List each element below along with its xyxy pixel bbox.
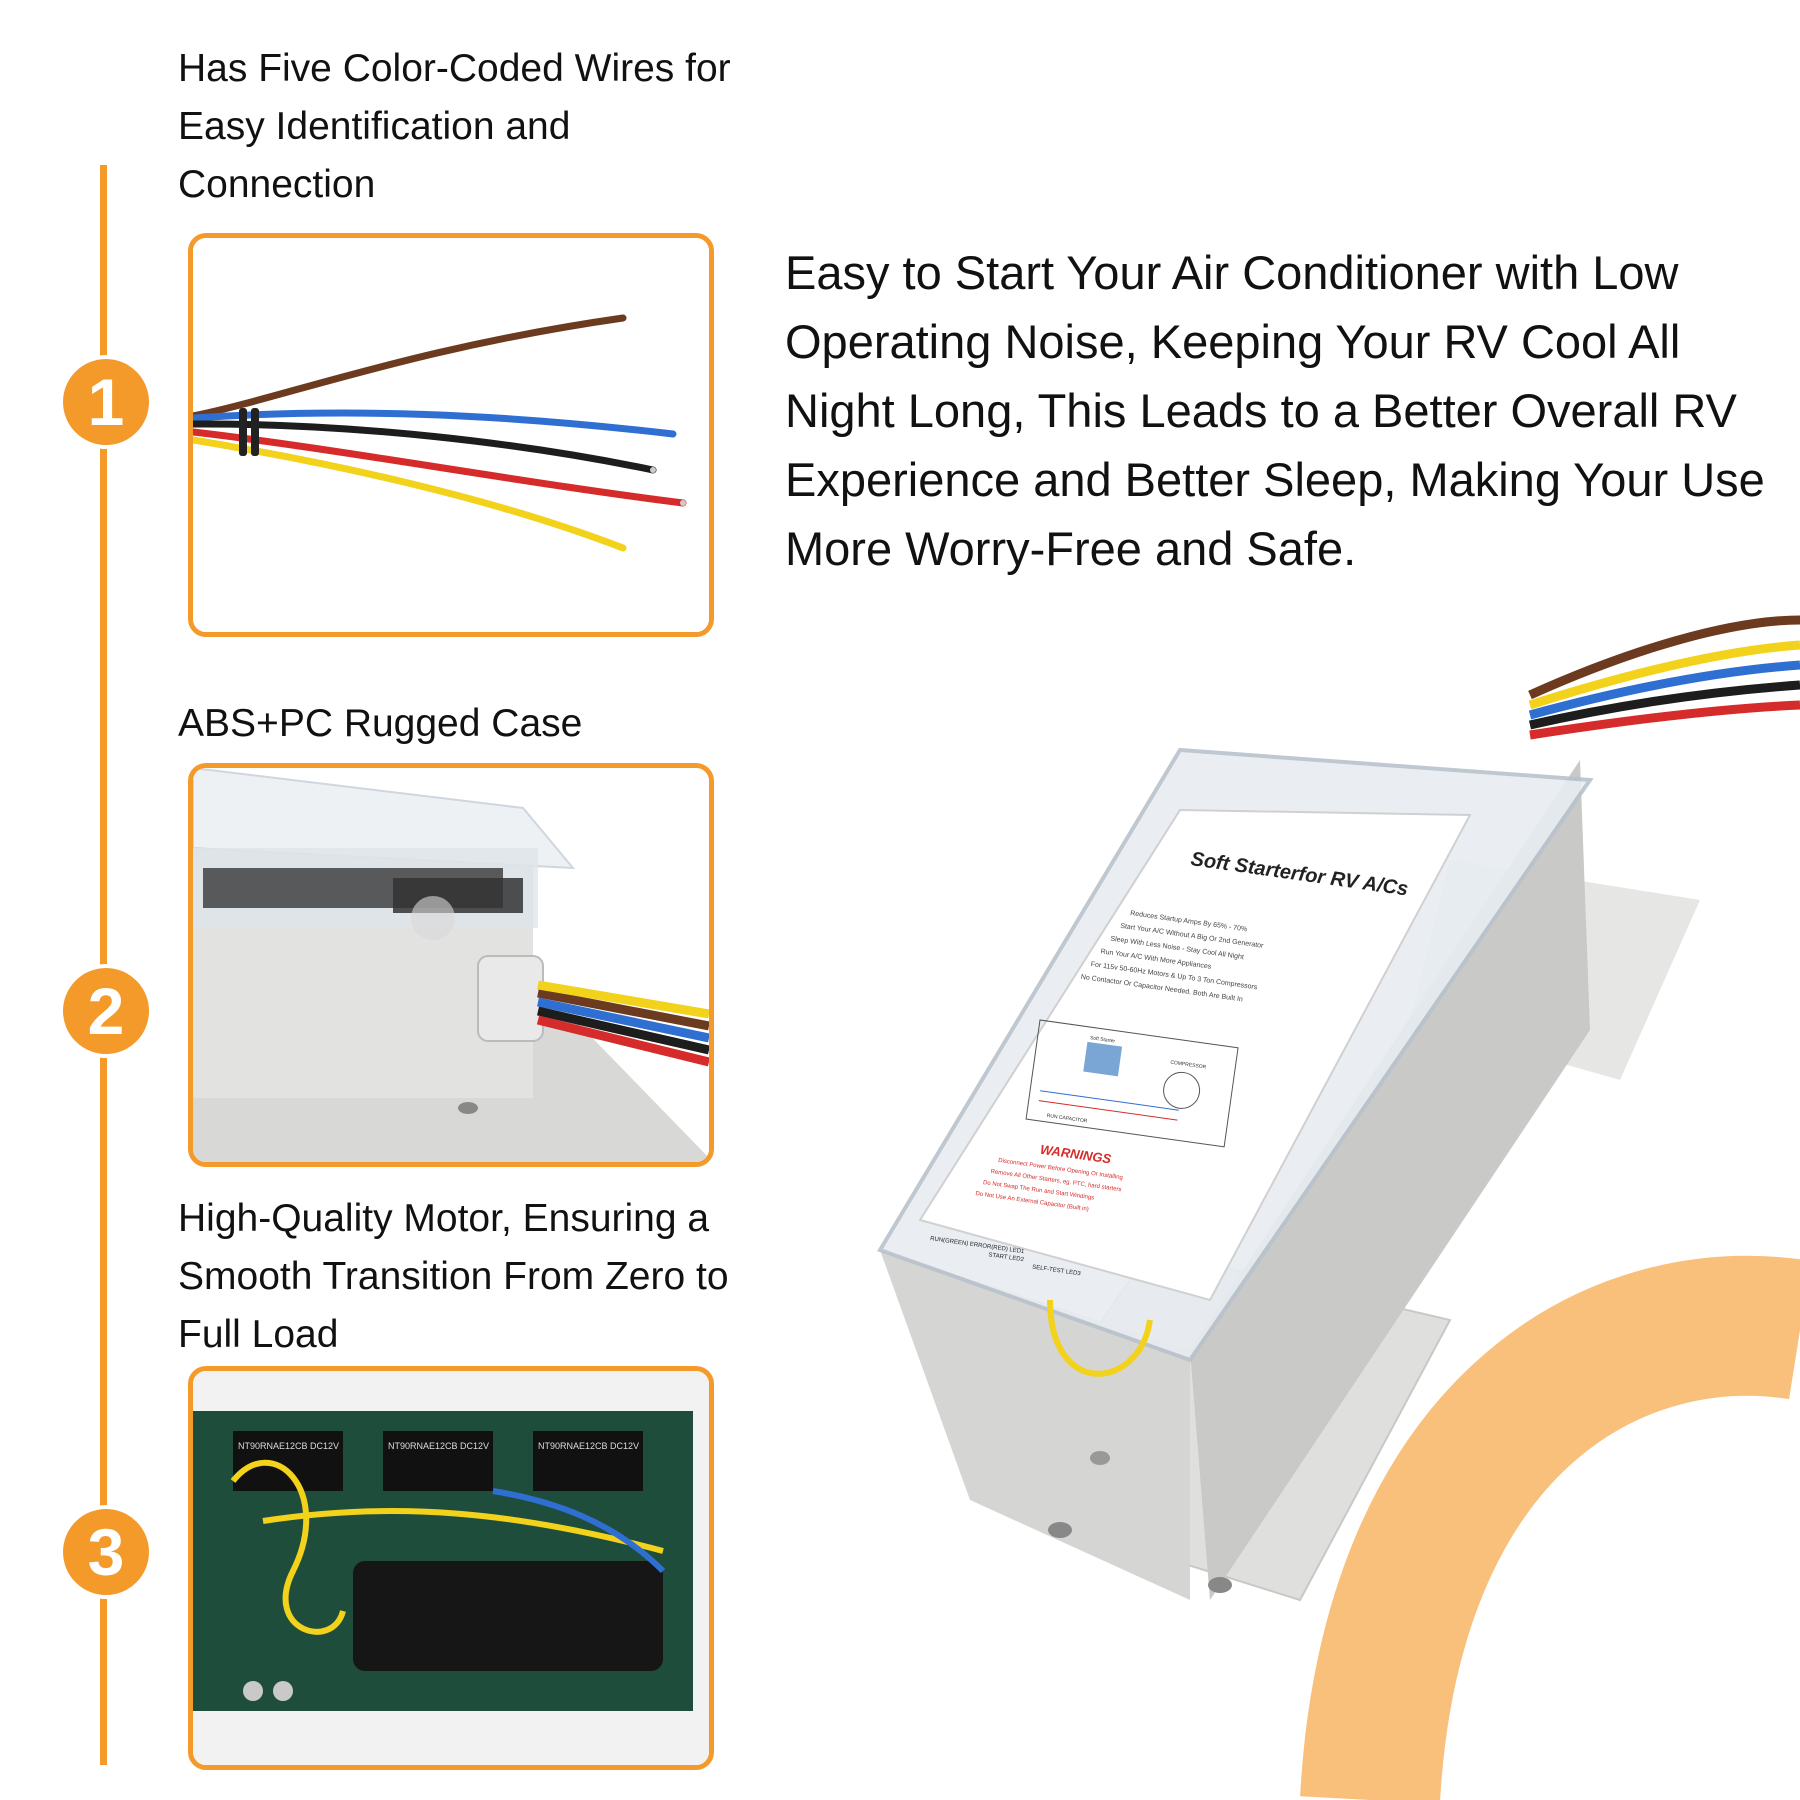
led-2-label: START LED2 <box>988 1252 1025 1263</box>
relay-2-marking: NT90RNAE12CB DC12V <box>388 1441 489 1451</box>
product-hero-image: Soft Starterfor RV A/Cs Reduces Startup … <box>850 600 1800 1800</box>
feature-2-caption: ABS+PC Rugged Case <box>178 702 583 745</box>
step-3-badge: 3 <box>59 1505 153 1599</box>
diagram-compressor-label: COMPRESSOR <box>1170 1060 1207 1071</box>
label-wiring-diagram: Soft Starter COMPRESSOR RUN CAPACITOR <box>1025 1019 1239 1148</box>
step-1-badge: 1 <box>59 355 153 449</box>
feature-3-image-frame: NT90RNAE12CB DC12V NT90RNAE12CB DC12V NT… <box>188 1366 714 1770</box>
relay-1-marking: NT90RNAE12CB DC12V <box>238 1441 339 1451</box>
color-coded-wires-photo <box>193 238 709 632</box>
relay-3-marking: NT90RNAE12CB DC12V <box>538 1441 639 1451</box>
headline-text: Easy to Start Your Air Conditioner with … <box>785 246 1765 575</box>
step-2-badge: 2 <box>59 964 153 1058</box>
rugged-case-photo <box>193 768 709 1162</box>
feature-2-image-frame <box>188 763 714 1167</box>
diagram-module-label: Soft Starter <box>1090 1035 1116 1045</box>
feature-1-image-frame <box>188 233 714 637</box>
feature-1-caption: Has Five Color-Coded Wires for Easy Iden… <box>178 47 731 206</box>
feature-3-caption: High-Quality Motor, Ensuring a Smooth Tr… <box>178 1197 729 1356</box>
soft-starter-photo: Soft Starterfor RV A/Cs Reduces Startup … <box>877 615 1800 1800</box>
diagram-capacitor-label: RUN CAPACITOR <box>1046 1113 1088 1125</box>
circuit-board-photo: NT90RNAE12CB DC12V NT90RNAE12CB DC12V NT… <box>193 1371 709 1765</box>
decorative-arc <box>1300 1255 1800 1800</box>
